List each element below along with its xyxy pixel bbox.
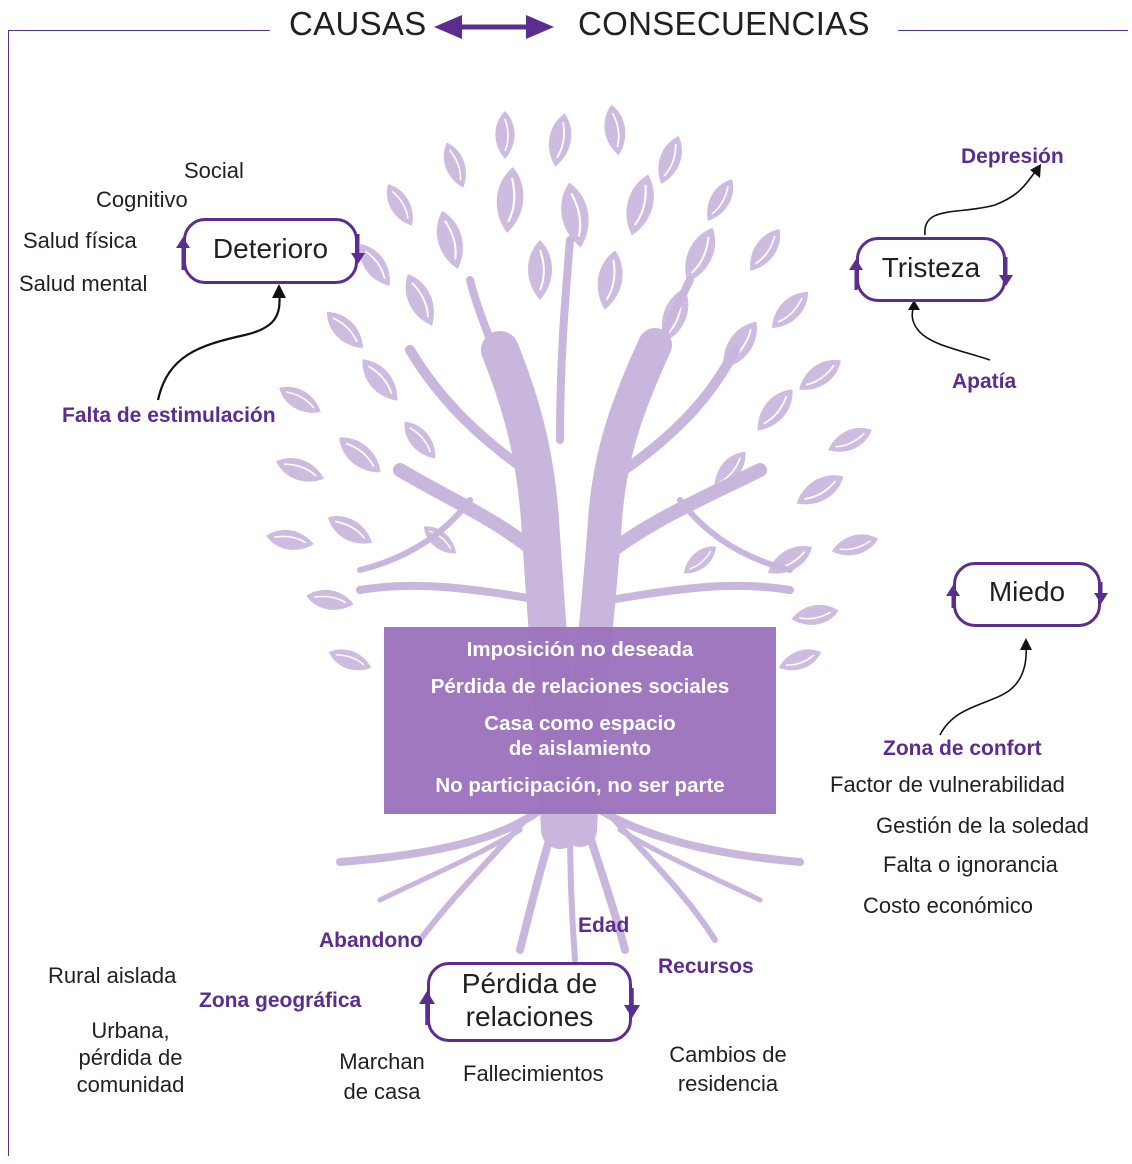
perdida-label-line-1: Pérdida de bbox=[461, 968, 598, 999]
urbana-line-3: comunidad bbox=[76, 1072, 185, 1097]
perdida-box bbox=[427, 962, 632, 1042]
falta-ignorancia: Falta o ignorancia bbox=[883, 852, 1058, 877]
factor-vulnerabilidad: Factor de vulnerabilidad bbox=[830, 772, 1065, 797]
frame-line-top-left bbox=[8, 30, 270, 31]
marchan-line-1: Marchan bbox=[339, 1049, 425, 1074]
falta-estimulacion-label: Falta de estimulación bbox=[62, 404, 276, 427]
marchan-line-2: de casa bbox=[343, 1079, 421, 1104]
rural-aislada: Rural aislada bbox=[48, 963, 177, 988]
cambios-line-2: residencia bbox=[677, 1071, 779, 1096]
central-line-casa-2: de aislamiento bbox=[508, 737, 652, 760]
deterioro-type-physical: Salud física bbox=[23, 228, 137, 253]
edad-label: Edad bbox=[578, 914, 630, 937]
deterioro-type-social: Social bbox=[184, 158, 244, 183]
central-line-perdida: Pérdida de relaciones sociales bbox=[430, 675, 730, 698]
deterioro-type-mental: Salud mental bbox=[19, 271, 148, 296]
causes-title: CAUSAS bbox=[289, 5, 427, 42]
urbana-line-1: Urbana, bbox=[91, 1018, 170, 1043]
perdida-label-line-2: relaciones bbox=[465, 1001, 594, 1032]
central-causes-box: Imposición no deseada Pérdida de relacio… bbox=[384, 627, 776, 814]
zona-confort-label: Zona de confort bbox=[883, 737, 1042, 760]
abandono-label: Abandono bbox=[319, 929, 423, 952]
tristeza-label: Tristeza bbox=[881, 252, 981, 283]
tree-roots bbox=[336, 806, 804, 963]
recursos-label: Recursos bbox=[658, 955, 754, 978]
consequences-title: CONSECUENCIAS bbox=[578, 5, 870, 42]
central-line-casa-1: Casa como espacio bbox=[484, 712, 676, 735]
zona-geografica-label: Zona geográfica bbox=[199, 989, 362, 1012]
deterioro-type-cognitive: Cognitivo bbox=[96, 187, 188, 212]
deterioro-box bbox=[183, 218, 358, 284]
central-line-imposicion: Imposición no deseada bbox=[466, 638, 694, 661]
miedo-label: Miedo bbox=[988, 576, 1066, 607]
deterioro-label: Deterioro bbox=[212, 233, 329, 264]
frame-line-top-right bbox=[898, 30, 1128, 31]
frame-line-left bbox=[8, 30, 9, 1156]
costo-economico: Costo económico bbox=[863, 893, 1033, 918]
central-line-participacion: No participación, no ser parte bbox=[435, 774, 725, 797]
cambios-line-1: Cambios de bbox=[669, 1042, 787, 1067]
urbana-line-2: pérdida de bbox=[78, 1045, 183, 1070]
apatia-label: Apatía bbox=[952, 370, 1017, 393]
double-arrow-icon bbox=[434, 15, 554, 39]
gestion-soledad: Gestión de la soledad bbox=[876, 813, 1089, 838]
tristeza-box bbox=[856, 237, 1006, 302]
miedo-box bbox=[953, 562, 1101, 627]
depresion-label: Depresión bbox=[961, 145, 1064, 168]
fallecimientos: Fallecimientos bbox=[463, 1061, 604, 1086]
